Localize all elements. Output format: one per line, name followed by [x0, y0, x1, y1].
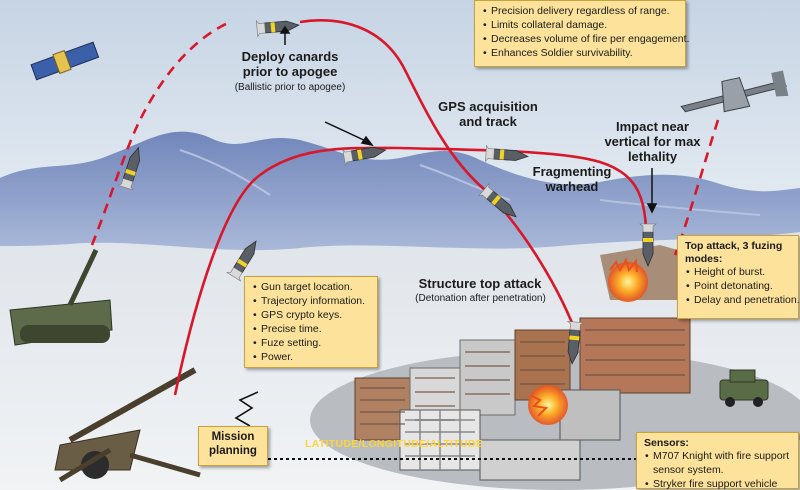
gps-acquisition-label: GPS acquisition and track [438, 99, 538, 129]
gun-data-item: GPS crypto keys. [253, 309, 370, 323]
fuzing-mode-item: Height of burst. [686, 266, 791, 280]
fragmenting-warhead-label: Fragmenting warhead [532, 164, 612, 194]
fuzing-mode-item: Point detonating. [686, 280, 791, 294]
gps-pointer [324, 121, 369, 143]
distant-blast [608, 262, 648, 302]
ballistic-note: (Ballistic prior to apogee) [234, 82, 346, 93]
gun-data-item: Fuze setting. [253, 337, 370, 351]
mission-planning-callout: Mission planning [198, 426, 268, 466]
sensors-list: M707 Knight with fire support sensor sys… [644, 450, 791, 490]
sensors-title: Sensors: [644, 437, 689, 449]
fuzing-modes-callout: Top attack, 3 fuzing modes: Height of bu… [677, 235, 800, 319]
trajectory-main-arc [173, 146, 648, 396]
fuzing-mode-item: Delay and penetration. [686, 294, 800, 308]
benefits-list: Precision delivery regardless of range. … [482, 5, 689, 61]
deploy-canards-label: Deploy canards prior to apogee [241, 49, 339, 79]
mountain-range [0, 131, 800, 251]
satellite-icon [30, 41, 100, 81]
gun-data-item: Trajectory information. [253, 295, 370, 309]
stryker-vehicle [719, 369, 769, 407]
self-propelled-howitzer [9, 248, 113, 346]
structure-detonation-note: (Detonation after penetration) [415, 293, 546, 304]
fuzing-title-cont: modes: [685, 253, 723, 266]
gun-box-connector [234, 391, 259, 427]
gun-data-item: Power. [253, 351, 370, 365]
gun-data-item: Gun target location. [253, 281, 370, 295]
sensor-item: Stryker fire support vehicle [645, 478, 791, 490]
trajectory-satellite-link [90, 20, 231, 246]
benefit-item: Decreases volume of fire per engagement. [483, 33, 689, 47]
fuzing-modes-list: Height of burst. Point detonating. Delay… [685, 266, 800, 308]
impact-vertical-label: Impact near vertical for max lethality [604, 119, 701, 164]
benefit-item: Enhances Soldier survivability. [483, 47, 678, 61]
sensor-item: M707 Knight with fire support sensor sys… [645, 450, 791, 478]
trajectory-high-arc [299, 19, 577, 331]
towed-howitzer [54, 367, 201, 483]
structure-top-attack-label: Structure top attack [418, 276, 542, 291]
fuzing-title: Top attack, 3 fuzing [685, 240, 783, 252]
sensors-callout: Sensors: M707 Knight with fire support s… [636, 432, 799, 490]
lat-lon-alt-label: LATITUDE/LONGITUDE/ALTITUDE [305, 438, 484, 450]
benefits-callout: Precision delivery regardless of range. … [474, 0, 689, 67]
benefit-item: Precision delivery regardless of range. [483, 5, 678, 19]
gun-data-list: Gun target location. Trajectory informat… [252, 281, 370, 365]
uav-drone-icon [680, 70, 789, 113]
benefit-item: Limits collateral damage. [483, 19, 678, 33]
gun-data-callout: Gun target location. Trajectory informat… [244, 276, 378, 368]
gun-data-item: Precise time. [253, 323, 370, 337]
